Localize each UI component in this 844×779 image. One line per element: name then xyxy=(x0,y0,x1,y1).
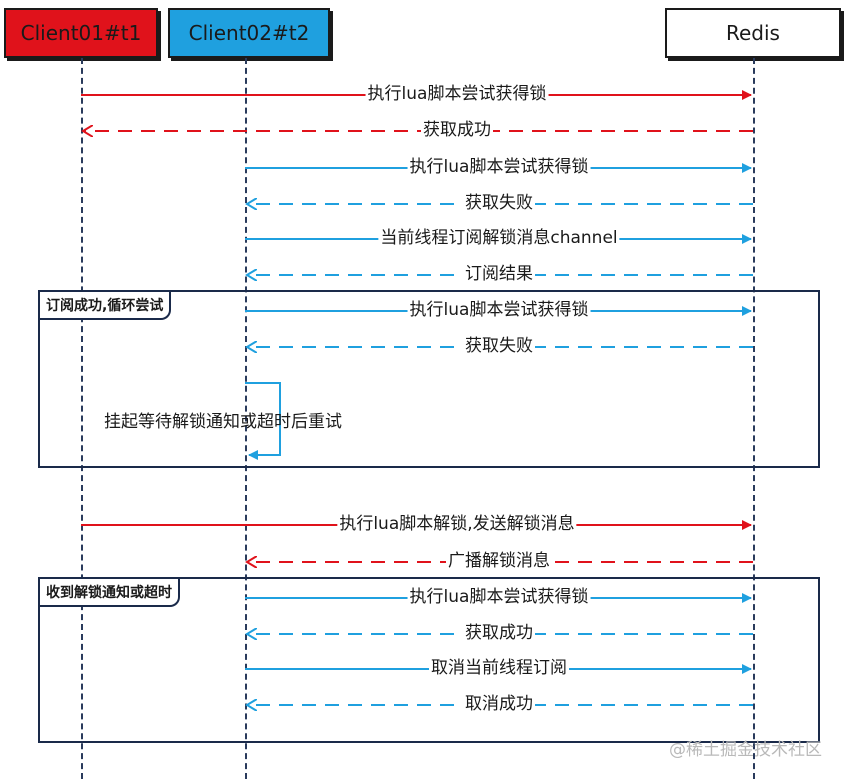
lifeline-client02 xyxy=(245,58,247,779)
actor-client01-label: Client01#t1 xyxy=(20,21,142,45)
actor-redis: Redis xyxy=(665,8,841,58)
message-label-13: 取消当前线程订阅 xyxy=(429,658,569,678)
loop-frame: 订阅成功,循环尝试 xyxy=(38,290,820,468)
received-frame: 收到解锁通知或超时 xyxy=(38,577,820,743)
message-label-12: 获取成功 xyxy=(463,623,535,643)
message-label-5: 当前线程订阅解锁消息channel xyxy=(378,228,620,248)
loop-frame-tag: 订阅成功,循环尝试 xyxy=(40,292,172,320)
message-label-11: 执行lua脚本尝试获得锁 xyxy=(407,587,591,607)
message-label-1: 执行lua脚本尝试获得锁 xyxy=(365,84,549,104)
message-label-4: 获取失败 xyxy=(463,193,535,213)
message-label-6: 订阅结果 xyxy=(463,264,535,284)
message-label-7: 执行lua脚本尝试获得锁 xyxy=(407,300,591,320)
lifeline-client01 xyxy=(81,58,83,779)
actor-client02-label: Client02#t2 xyxy=(188,21,310,45)
self-message-note: 挂起等待解锁通知或超时后重试 xyxy=(104,412,342,432)
message-label-2: 获取成功 xyxy=(421,120,493,140)
message-label-10: 广播解锁消息 xyxy=(446,551,552,571)
self-message-arrow xyxy=(245,382,281,460)
actor-redis-label: Redis xyxy=(726,21,780,45)
received-frame-tag: 收到解锁通知或超时 xyxy=(40,579,180,607)
actor-client02: Client02#t2 xyxy=(168,8,330,58)
message-label-9: 执行lua脚本解锁,发送解锁消息 xyxy=(337,514,577,534)
message-label-14: 取消成功 xyxy=(463,694,535,714)
message-label-3: 执行lua脚本尝试获得锁 xyxy=(407,157,591,177)
message-label-8: 获取失败 xyxy=(463,336,535,356)
watermark: @稀土掘金技术社区 xyxy=(669,740,822,760)
actor-client01: Client01#t1 xyxy=(4,8,158,58)
lifeline-redis xyxy=(753,58,755,779)
